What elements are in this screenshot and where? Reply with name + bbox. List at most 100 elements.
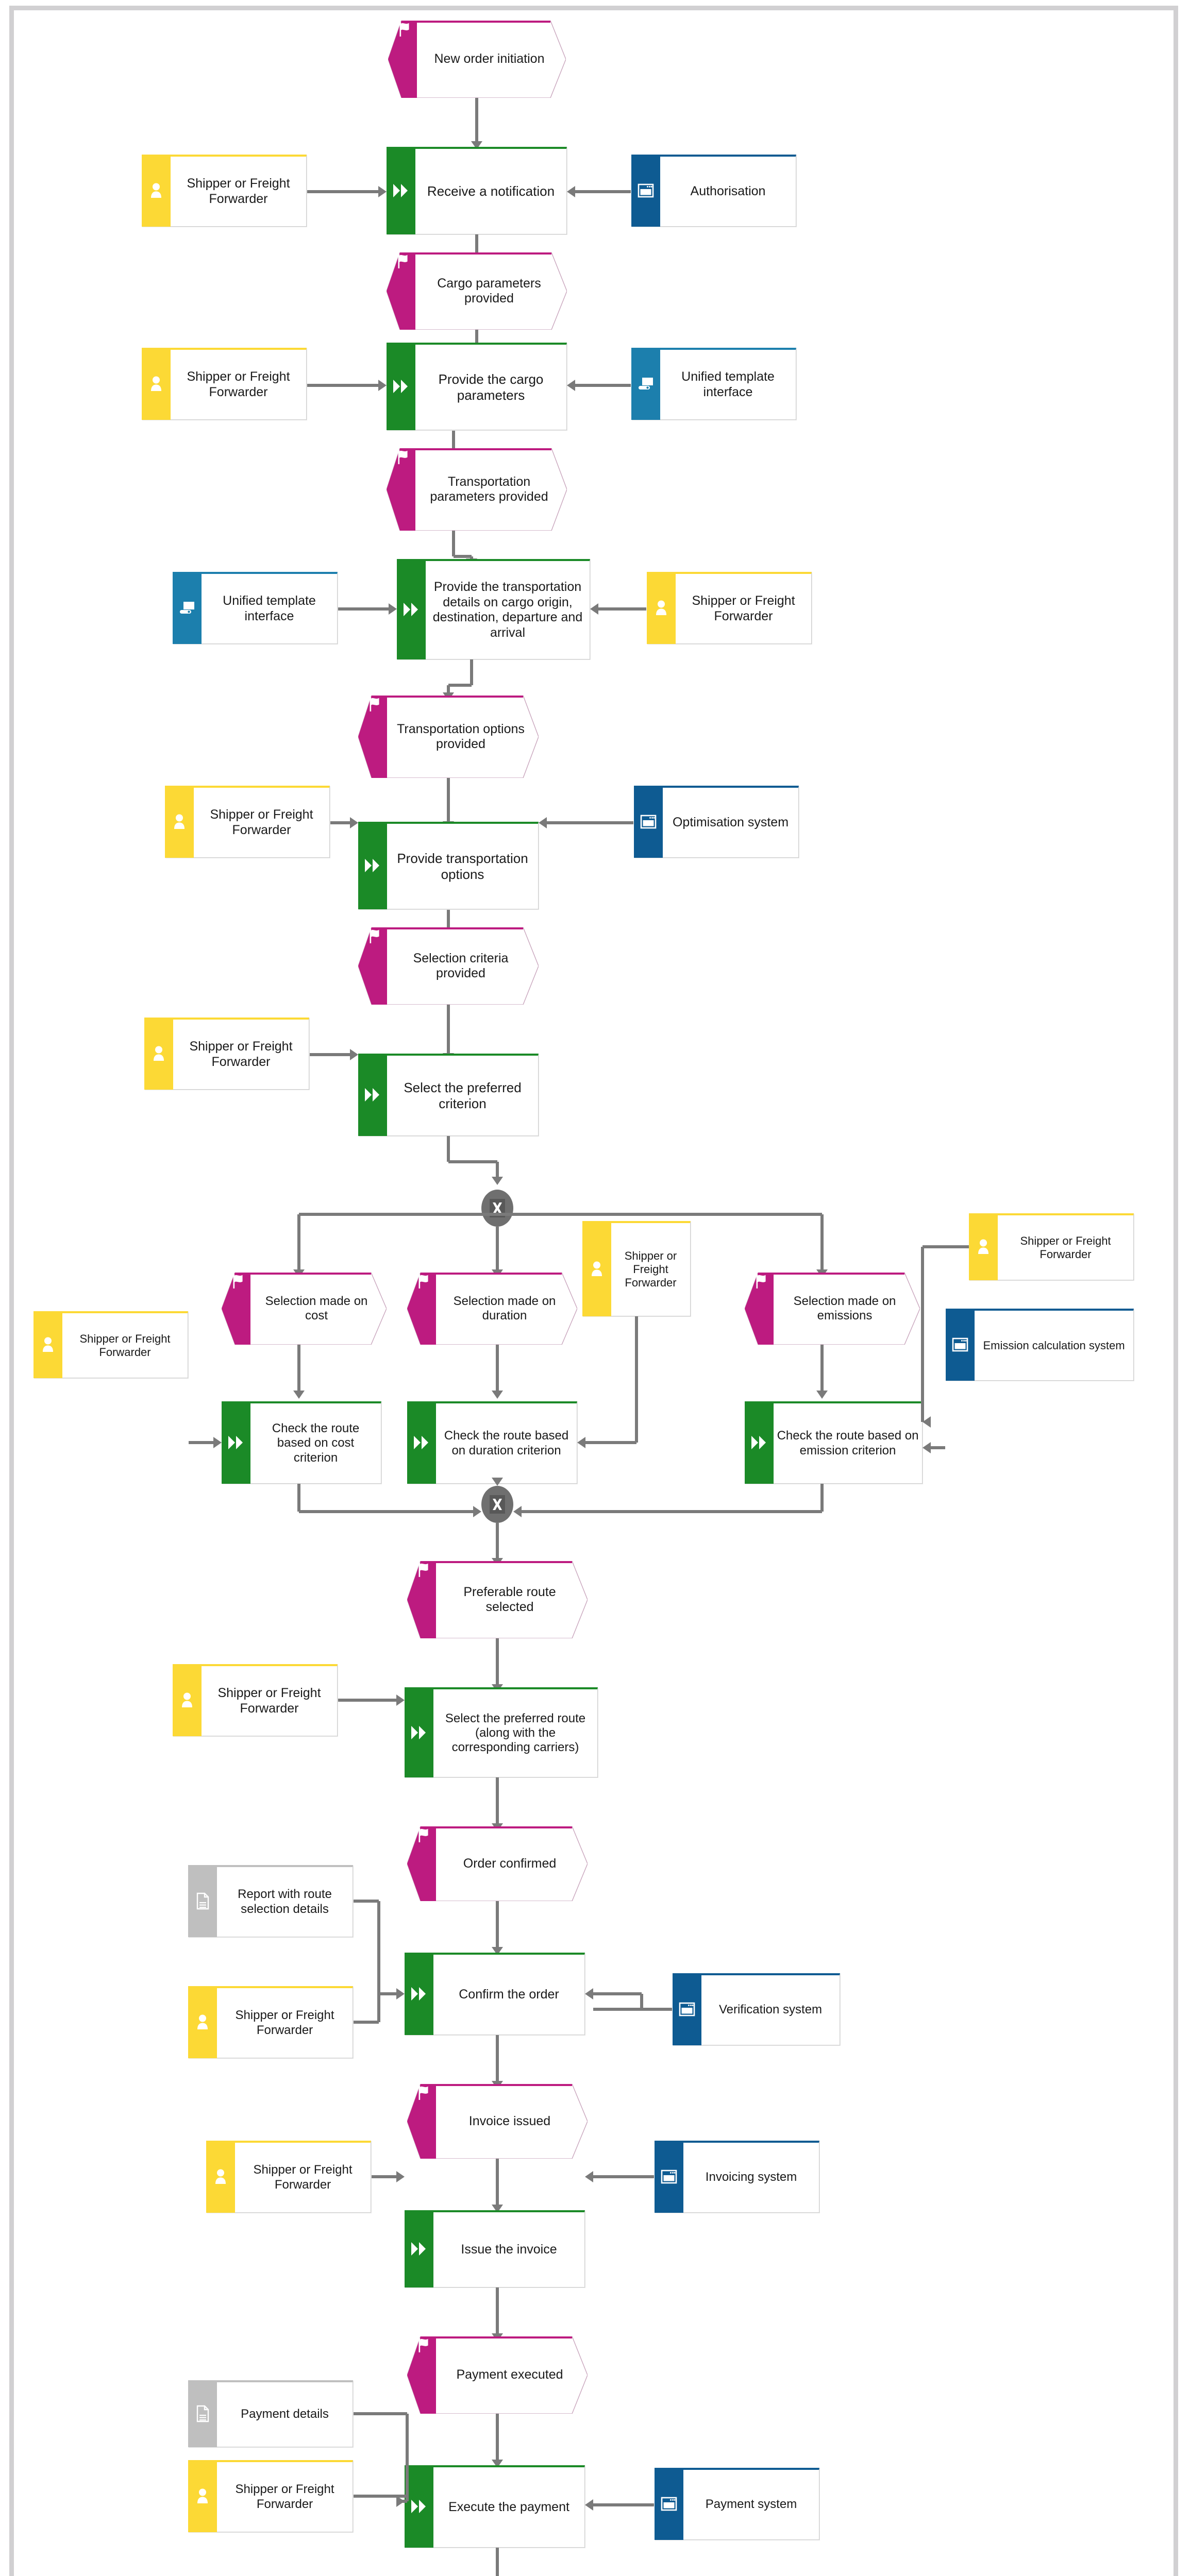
- node-label: Shipper or Freight Forwarder: [235, 2482, 334, 2511]
- role-node-r1[interactable]: Shipper or Freight Forwarder: [142, 155, 307, 227]
- node-label: Transportation options provided: [397, 721, 525, 752]
- node-label: Unified template interface: [223, 594, 316, 623]
- role-node-r10[interactable]: Shipper or Freight Forwarder: [188, 2460, 353, 2532]
- event-shape: [358, 696, 539, 778]
- connector-arrowhead: [396, 1694, 405, 1706]
- document-node-d1[interactable]: Report with route selection details: [188, 1865, 353, 1937]
- role-node-r8[interactable]: Shipper or Freight Forwarder: [188, 1986, 353, 2058]
- event-shape: [407, 2336, 588, 2414]
- connector-line: [593, 2503, 654, 2506]
- function-node-f2[interactable]: Provide the cargo parameters: [387, 343, 567, 430]
- function-node-f8[interactable]: Confirm the order: [405, 1953, 585, 2035]
- role-node-r2[interactable]: Shipper or Freight Forwarder: [142, 348, 307, 420]
- connector-arrowhead: [378, 186, 387, 197]
- role-node-r6c[interactable]: Shipper or Freight Forwarder: [969, 1213, 1134, 1280]
- role-node-r7[interactable]: Shipper or Freight Forwarder: [173, 1664, 338, 1736]
- connector-line: [585, 1441, 636, 1444]
- function-node-f5[interactable]: Select the preferred criterion: [358, 1054, 539, 1136]
- connector-arrowhead: [513, 1506, 522, 1517]
- function-icon-cell: [405, 2210, 433, 2287]
- interface-node-u1[interactable]: Unified template interface: [631, 348, 796, 420]
- function-node-f4[interactable]: Provide transportation options: [358, 822, 539, 909]
- event-node-e6a[interactable]: Selection made on cost: [222, 1273, 387, 1345]
- role-node-r4[interactable]: Shipper or Freight Forwarder: [165, 786, 330, 858]
- event-node-e6c[interactable]: Selection made on emissions: [745, 1273, 920, 1345]
- event-node-e1[interactable]: New order initiation: [388, 21, 566, 98]
- role-node-r5[interactable]: Shipper or Freight Forwarder: [144, 1018, 309, 1090]
- event-shape: [745, 1273, 920, 1345]
- connector-arrowhead: [293, 1391, 305, 1399]
- connector-line: [447, 778, 450, 821]
- function-node-f6a[interactable]: Check the route based on cost criterion: [222, 1401, 381, 1484]
- function-node-f10[interactable]: Execute the payment: [405, 2465, 585, 2548]
- connector-line: [593, 2008, 672, 2011]
- system-icon-cell: [655, 2468, 683, 2540]
- connector-arrowhead: [389, 603, 397, 615]
- function-icon-cell: [387, 147, 415, 234]
- system-node-s4[interactable]: Verification system: [673, 1973, 840, 2045]
- node-label: Invoice issued: [468, 2113, 551, 2128]
- event-node-e4[interactable]: Transportation options provided: [358, 696, 539, 778]
- event-node-e8[interactable]: Order confirmed: [407, 1826, 588, 1901]
- node-label: Shipper or Freight Forwarder: [217, 1686, 321, 1716]
- node-label: Selection criteria provided: [413, 951, 509, 981]
- function-icon-cell: [358, 822, 387, 909]
- document-icon: [196, 2405, 209, 2422]
- person-icon: [174, 814, 185, 829]
- connector-line: [575, 190, 631, 193]
- connector-line: [297, 1484, 300, 1512]
- node-label: Shipper or Freight Forwarder: [1020, 1234, 1111, 1261]
- event-icon-cell: [414, 1826, 443, 1901]
- system-node-s2[interactable]: Optimisation system: [634, 786, 799, 858]
- system-icon-cell: [655, 2141, 683, 2213]
- connector-line: [406, 2414, 409, 2501]
- gateway-gw-join[interactable]: [481, 1486, 513, 1523]
- event-shape: [407, 1273, 577, 1345]
- function-node-f6c[interactable]: Check the route based on emission criter…: [745, 1401, 923, 1484]
- role-node-r3[interactable]: Shipper or Freight Forwarder: [647, 572, 812, 644]
- connector-line: [447, 685, 450, 692]
- flag-icon: [418, 1828, 428, 1842]
- function-node-f3[interactable]: Provide the transportation details on ca…: [397, 559, 590, 659]
- connector-arrowhead: [396, 1988, 405, 1999]
- event-node-e7[interactable]: Preferable route selected: [407, 1561, 588, 1638]
- connector-line: [354, 2021, 379, 2024]
- system-node-s1[interactable]: Authorisation: [631, 155, 796, 227]
- role-node-r9[interactable]: Shipper or Freight Forwarder: [206, 2141, 371, 2213]
- person-icon: [151, 376, 161, 391]
- function-node-f9[interactable]: Issue the invoice: [405, 2210, 585, 2287]
- function-node-f1[interactable]: Receive a notification: [387, 147, 567, 234]
- connector-line: [379, 1992, 396, 1995]
- flag-icon: [418, 1274, 428, 1289]
- document-node-d2[interactable]: Payment details: [188, 2380, 353, 2447]
- function-node-f7[interactable]: Select the preferred route (along with t…: [405, 1687, 598, 1777]
- node-label: Issue the invoice: [461, 2242, 557, 2257]
- gateway-gw-split[interactable]: [481, 1190, 513, 1227]
- node-label: Provide transportation options: [397, 850, 528, 882]
- node-label: Provide the cargo parameters: [438, 371, 544, 403]
- node-label: Execute the payment: [448, 2499, 569, 2514]
- event-node-e9[interactable]: Invoice issued: [407, 2084, 588, 2159]
- double-chevron-icon: [365, 1088, 379, 1101]
- connector-line: [496, 2035, 499, 2081]
- system-node-s6[interactable]: Payment system: [655, 2468, 819, 2540]
- connector-line: [496, 1345, 499, 1391]
- system-node-s5[interactable]: Invoicing system: [655, 2141, 819, 2213]
- connector-line: [310, 1053, 350, 1056]
- event-node-e3[interactable]: Transportation parameters provided: [387, 448, 567, 531]
- flag-icon: [418, 2338, 428, 2352]
- event-node-e6b[interactable]: Selection made on duration: [407, 1273, 577, 1345]
- event-node-e5[interactable]: Selection criteria provided: [358, 927, 539, 1005]
- node-label: Shipper or Freight Forwarder: [187, 176, 290, 206]
- role-node-r6b[interactable]: Shipper or Freight Forwarder: [582, 1221, 691, 1316]
- connector-line: [640, 1994, 643, 2009]
- function-node-f6b[interactable]: Check the route based on duration criter…: [407, 1401, 577, 1484]
- interface-node-u2[interactable]: Unified template interface: [173, 572, 338, 644]
- event-node-e2[interactable]: Cargo parameters provided: [387, 252, 567, 330]
- gateway-split-bus: [299, 1213, 822, 1216]
- window-icon: [679, 2002, 695, 2016]
- node-label: Check the route based on emission criter…: [777, 1429, 919, 1458]
- role-node-r6a[interactable]: Shipper or Freight Forwarder: [33, 1311, 188, 1378]
- event-node-e10[interactable]: Payment executed: [407, 2336, 588, 2414]
- system-node-s3[interactable]: Emission calculation system: [946, 1309, 1134, 1381]
